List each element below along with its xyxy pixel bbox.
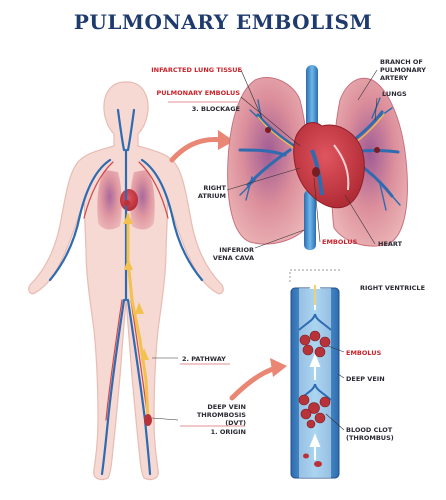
- arrow-to-lungs: [169, 137, 225, 163]
- label-deep-vein: DEEP VEIN: [346, 375, 385, 383]
- thrombus-clot-cluster: [298, 394, 331, 429]
- label-embolus-top: EMBOLUS: [322, 238, 358, 246]
- left-lung-detail: [227, 77, 311, 245]
- leader-lines-top: [226, 69, 378, 249]
- page-title: PULMONARY EMBOLISM: [73, 10, 373, 34]
- body-lung-left: [97, 170, 122, 230]
- heart-embolus-clot: [312, 167, 320, 177]
- label-inferior-vena-cava: INFERIOR VENA CAVA: [212, 246, 254, 262]
- heart-detail: [293, 122, 365, 209]
- label-right-atrium: RIGHT ATRIUM: [197, 184, 226, 200]
- inferior-vena-cava-detail: [304, 190, 316, 250]
- body-lung-right: [130, 170, 155, 230]
- label-embolus-vein: EMBOLUS: [346, 349, 382, 357]
- dvt-origin-clot: [144, 414, 152, 426]
- label-origin: 1. ORIGIN: [210, 428, 246, 436]
- body-heart: [120, 189, 138, 211]
- label-pulmonary-embolus: PULMONARY EMBOLUS: [156, 89, 240, 97]
- label-blockage: 3. BLOCKAGE: [191, 105, 240, 113]
- label-dvt: DEEP VEIN THROMBOSIS (DVT): [196, 403, 246, 427]
- lungs-detail: [227, 65, 408, 250]
- clot-pathway: [126, 213, 150, 420]
- label-pathway: 2. PATHWAY: [182, 355, 226, 363]
- human-body-figure: [28, 81, 224, 481]
- body-veins: [48, 108, 204, 476]
- label-blood-clot: BLOOD CLOT (THROMBUS): [346, 426, 394, 442]
- label-infarcted-lung-tissue: INFARCTED LUNG TISSUE: [151, 66, 242, 74]
- vein-detail: [290, 275, 340, 479]
- label-branch-pulmonary-artery: BRANCH OF PULMONARY ARTERY: [380, 58, 427, 82]
- label-lungs: LUNGS: [382, 90, 407, 98]
- label-right-ventricle: RIGHT VENTRICLE: [360, 284, 426, 292]
- label-heart: HEART: [378, 240, 403, 248]
- arrow-to-vein: [229, 365, 279, 401]
- infarct-spot-left: [265, 127, 271, 133]
- embolus-clot-cluster: [299, 330, 331, 358]
- leader-lines-bottom: [151, 345, 345, 431]
- infarct-spot-right: [374, 147, 380, 153]
